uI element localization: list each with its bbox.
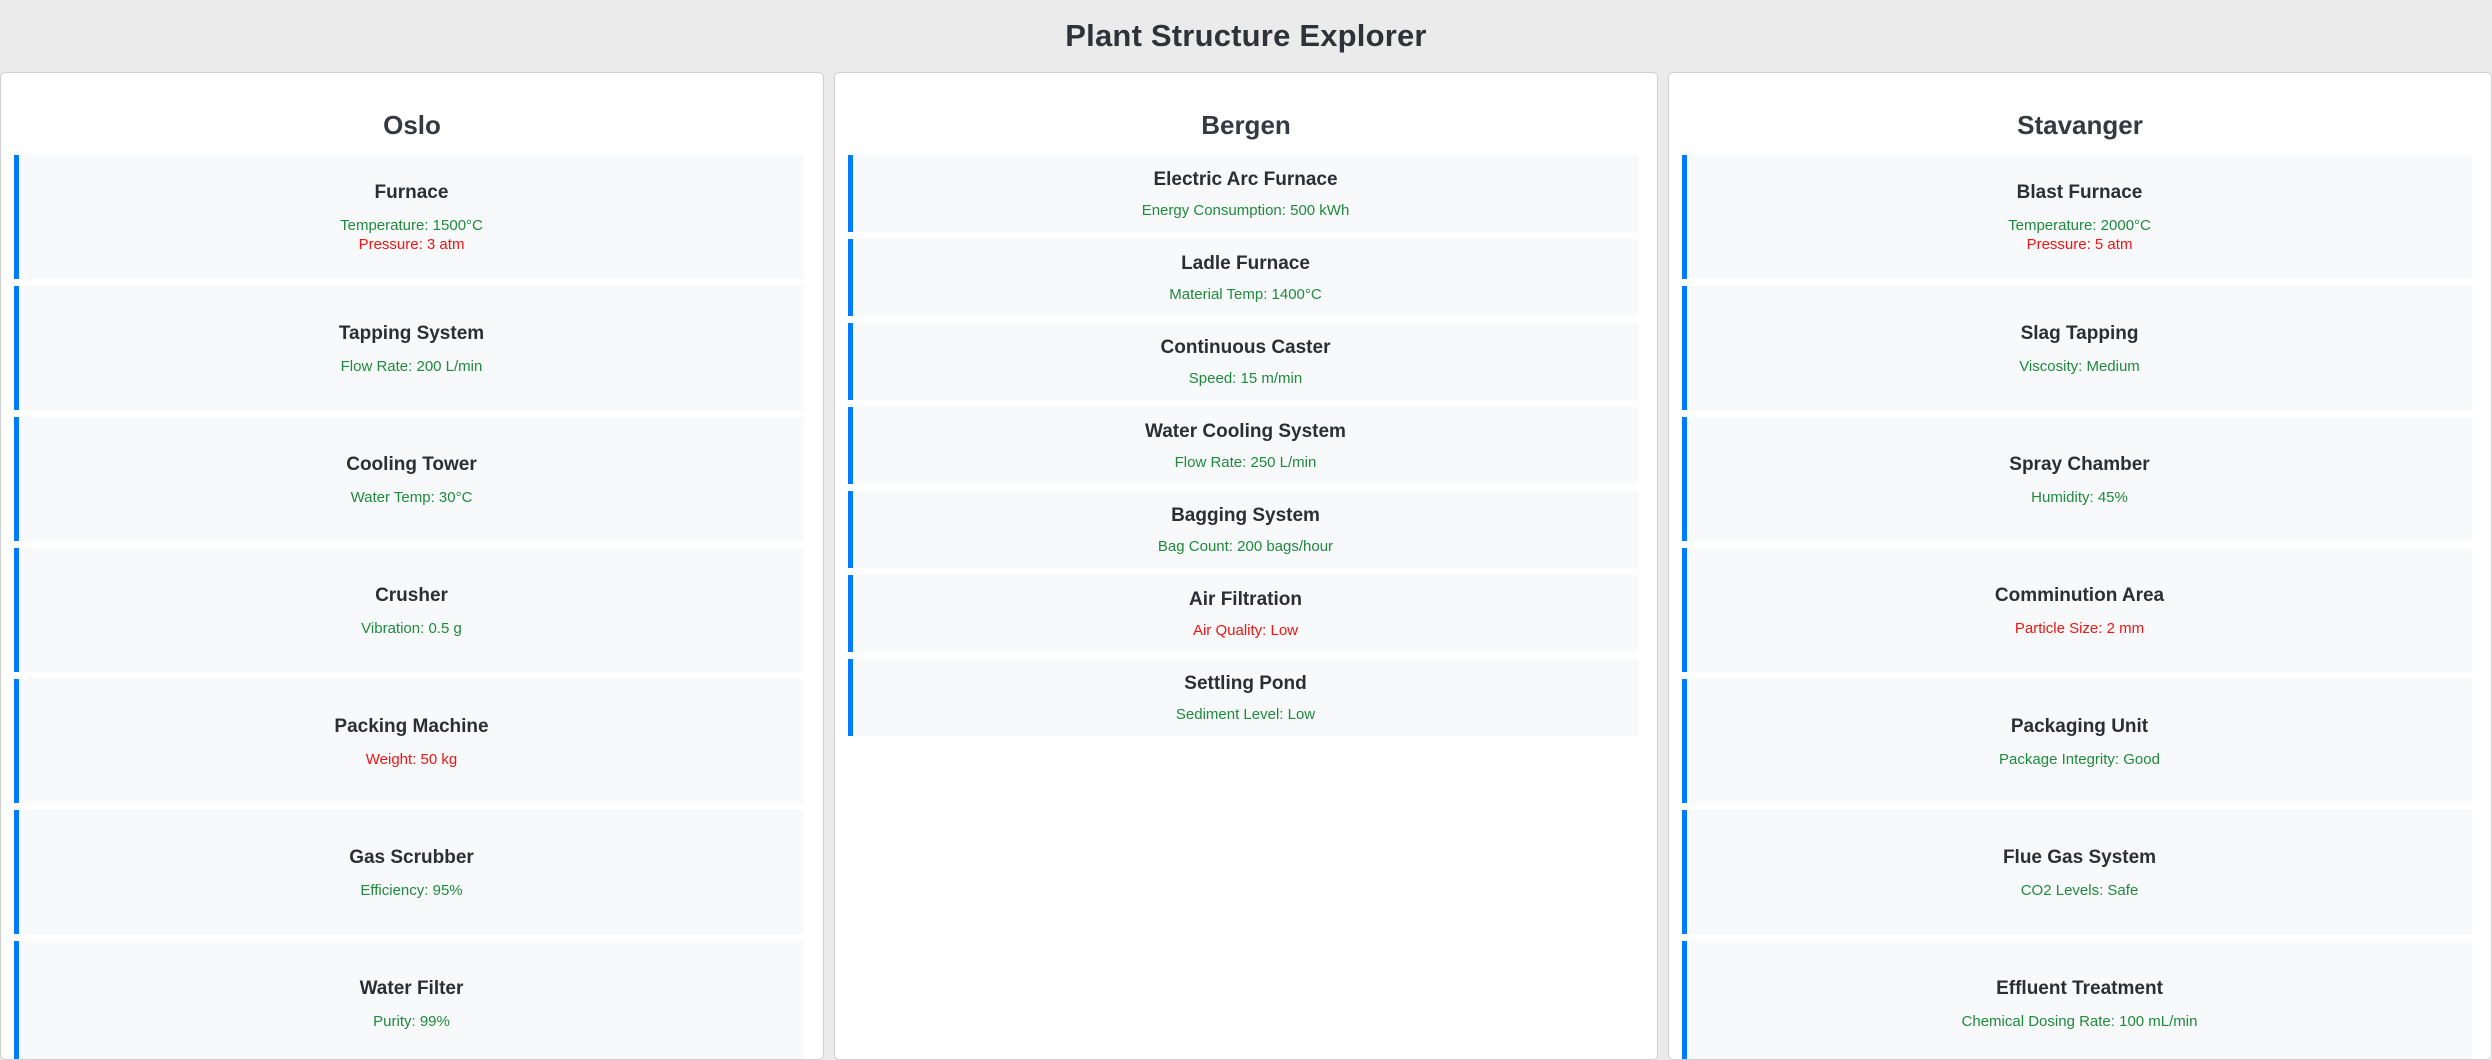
column-header: Bergen [1201, 110, 1291, 140]
metric-ok: Water Temp: 30°C [350, 488, 473, 506]
column-header: Stavanger [2017, 110, 2143, 140]
node-title: Bagging System [1171, 505, 1320, 526]
node-metrics: Temperature: 1500°C Pressure: 3 atm [340, 216, 483, 254]
metric-ok: Material Temp: 1400°C [1169, 286, 1322, 303]
page-title: Plant Structure Explorer [1065, 18, 1427, 53]
metric-alert: Air Quality: Low [1192, 622, 1299, 639]
node-metrics: Energy Consumption: 500 kWh [1142, 201, 1350, 220]
node-metrics: Material Temp: 1400°C [1169, 285, 1321, 304]
node-title: Tapping System [338, 322, 485, 344]
node-title: Water Cooling System [1145, 421, 1346, 442]
node-metrics: Efficiency: 95% [360, 881, 462, 900]
node-title: Continuous Caster [1160, 337, 1331, 358]
node-title: Electric Arc Furnace [1153, 169, 1338, 190]
column-header: Oslo [383, 110, 441, 140]
metric-ok: Sediment Level: Low [1175, 706, 1316, 723]
metric-ok: Viscosity: Medium [2019, 357, 2140, 375]
metric-ok: Vibration: 0.5 g [361, 619, 462, 637]
metric-ok: Flow Rate: 250 L/min [1174, 454, 1317, 471]
node-title: Spray Chamber [2009, 453, 2150, 475]
node-metrics: Speed: 15 m/min [1189, 369, 1302, 388]
node-title: Ladle Furnace [1181, 253, 1310, 274]
metric-ok: Speed: 15 m/min [1188, 370, 1303, 387]
node-title: Water Filter [359, 977, 464, 999]
metric-ok: CO2 Levels: Safe [2020, 881, 2139, 899]
metric-ok: Energy Consumption: 500 kWh [1141, 202, 1350, 219]
node-title: Effluent Treatment [1996, 977, 2163, 999]
node-metrics: CO2 Levels: Safe [2021, 881, 2139, 900]
node-title: Flue Gas System [2002, 846, 2157, 868]
node-metrics: Air Quality: Low [1193, 621, 1298, 640]
metric-ok: Package Integrity: Good [1999, 750, 2160, 768]
node-metrics: Weight: 50 kg [366, 750, 457, 769]
node-metrics: Temperature: 2000°C Pressure: 5 atm [2008, 216, 2151, 254]
node-title: Blast Furnace [2016, 182, 2143, 203]
metric-ok: Temperature: 2000°C [2008, 217, 2151, 234]
node-title: Settling Pond [1184, 673, 1307, 694]
node-title: Gas Scrubber [349, 846, 474, 868]
node-metrics: Package Integrity: Good [1999, 750, 2160, 769]
metric-ok: Chemical Dosing Rate: 100 mL/min [1961, 1012, 2198, 1030]
node-metrics: Flow Rate: 250 L/min [1175, 453, 1317, 472]
node-title: Comminution Area [1994, 584, 2165, 606]
node-metrics: Particle Size: 2 mm [2015, 619, 2144, 638]
node-title: Packing Machine [334, 715, 489, 737]
metric-alert: Pressure: 5 atm [2026, 236, 2133, 253]
metric-ok: Efficiency: 95% [360, 881, 463, 899]
metric-ok: Temperature: 1500°C [340, 217, 483, 234]
node-metrics: Flow Rate: 200 L/min [341, 357, 483, 376]
node-metrics: Purity: 99% [373, 1012, 450, 1031]
node-metrics: Water Temp: 30°C [351, 488, 473, 507]
node-title: Slag Tapping [2020, 322, 2139, 344]
metric-ok: Flow Rate: 200 L/min [340, 357, 483, 375]
node-metrics: Sediment Level: Low [1176, 705, 1315, 724]
metric-ok: Bag Count: 200 bags/hour [1157, 538, 1334, 555]
metric-ok: Humidity: 45% [2031, 488, 2128, 506]
node-metrics: Vibration: 0.5 g [361, 619, 462, 638]
node-metrics: Chemical Dosing Rate: 100 mL/min [1962, 1012, 2198, 1031]
node-title: Crusher [375, 584, 448, 606]
node-title: Air Filtration [1189, 589, 1302, 610]
metric-alert: Particle Size: 2 mm [2014, 619, 2145, 637]
node-title: Cooling Tower [346, 453, 477, 475]
node-metrics: Viscosity: Medium [2019, 357, 2140, 376]
node-metrics: Bag Count: 200 bags/hour [1158, 537, 1333, 556]
node-title: Packaging Unit [2010, 715, 2149, 737]
metric-alert: Weight: 50 kg [365, 750, 458, 768]
node-title: Furnace [374, 182, 449, 203]
metric-ok: Purity: 99% [373, 1012, 450, 1030]
node-metrics: Humidity: 45% [2031, 488, 2128, 507]
metric-alert: Pressure: 3 atm [358, 236, 465, 253]
